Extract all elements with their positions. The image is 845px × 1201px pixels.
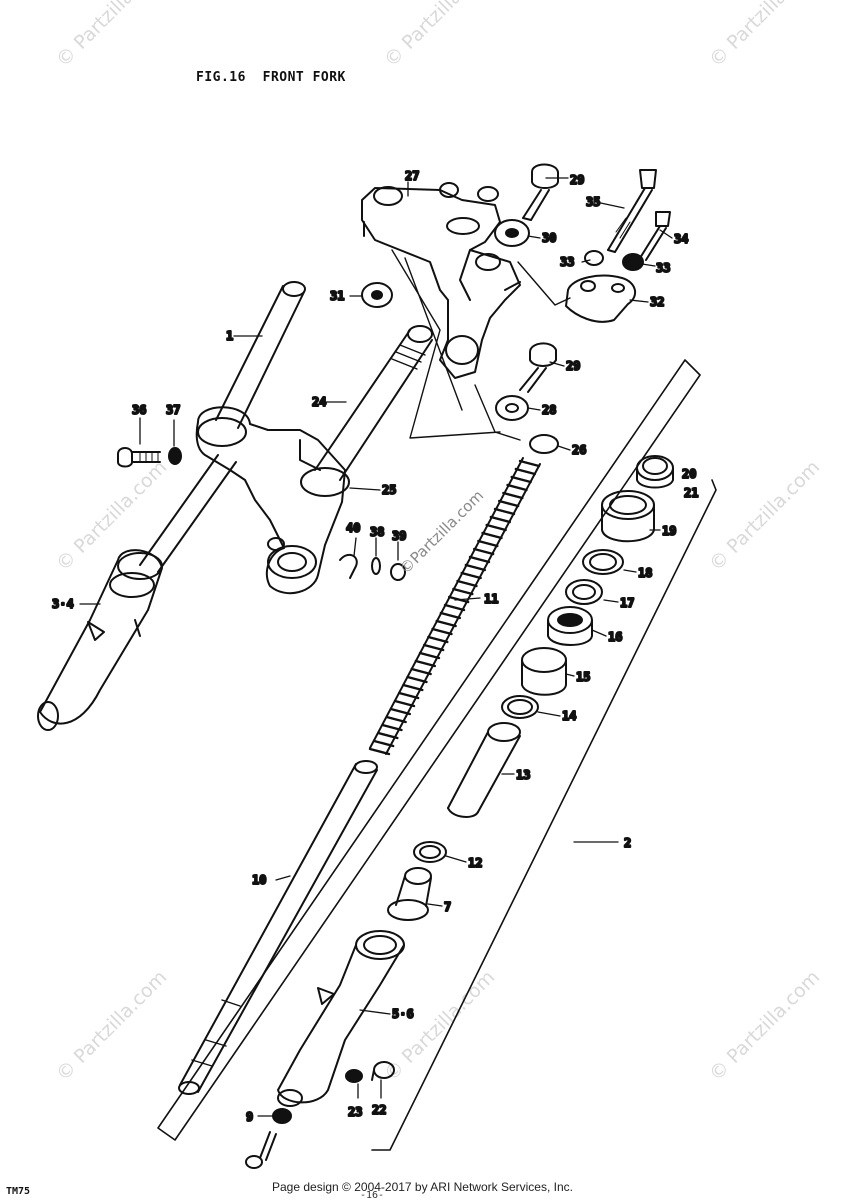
bolt-29-lower — [519, 342, 557, 393]
washer-37 — [168, 447, 182, 465]
ring-12 — [413, 841, 447, 863]
part-label-20: 20 — [682, 467, 696, 481]
oil-seal-20-21 — [636, 455, 674, 489]
ring-17 — [565, 579, 603, 605]
nut-33 — [584, 250, 644, 271]
leader-lines — [79, 177, 673, 1117]
part-label-18: 18 — [638, 566, 652, 580]
ring-27 — [529, 434, 559, 454]
part-label-39: 39 — [392, 529, 406, 543]
footer-copyright: Page design © 2004-2017 by ARI Network S… — [271, 1180, 573, 1194]
washer-30 — [494, 219, 530, 247]
lower-bracket-drawing — [195, 406, 350, 595]
ring-18 — [582, 549, 624, 575]
damper-pipe-10 — [178, 760, 378, 1095]
part-label-21: 21 — [684, 486, 698, 500]
part-label-17: 17 — [620, 596, 634, 610]
bolt-22 — [371, 1061, 395, 1081]
ring-14 — [501, 695, 539, 719]
washer-28 — [495, 395, 529, 421]
figure-title: FIG.16 FRONT FORK — [196, 70, 346, 85]
part-label-35: 35 — [586, 195, 600, 209]
part-label-12: 12 — [468, 856, 482, 870]
bolt-36 — [117, 447, 161, 468]
part-label-13: 13 — [516, 768, 530, 782]
part-label-27: 26 — [572, 443, 586, 457]
bolt-8 — [245, 1131, 277, 1169]
spring-11 — [368, 457, 541, 756]
connection-lines — [391, 249, 571, 441]
part-label-37: 37 — [166, 403, 180, 417]
part-label-31: 31 — [330, 289, 344, 303]
part-label-26: 27 — [405, 169, 419, 183]
part-label-40: 40 — [346, 521, 360, 535]
part-label-7: 7 — [444, 900, 451, 914]
part-label-1: 1 — [226, 329, 233, 343]
part-label-29: 29 — [570, 173, 584, 187]
seat-16 — [547, 606, 593, 646]
part-label-33: 33 — [656, 261, 670, 275]
bolt-35 — [607, 169, 657, 253]
part-label-11: 11 — [484, 592, 498, 606]
part-label-24: 24 — [312, 395, 326, 409]
damper-piece-7 — [387, 867, 432, 921]
part-label-10: 10 — [252, 873, 266, 887]
part-label-38: 38 — [370, 525, 384, 539]
part-label-2: 2 — [624, 836, 631, 850]
clip-40-38-39 — [339, 553, 406, 581]
washer-23 — [345, 1069, 363, 1083]
pipe-13 — [447, 722, 521, 818]
outer-tube-3-4 — [37, 549, 163, 731]
part-label-9: 9 — [246, 1110, 253, 1124]
part-label-23: 23 — [348, 1105, 362, 1119]
part-label-25: 25 — [382, 483, 396, 497]
part-label-32: 32 — [650, 295, 664, 309]
steering-stem-24 — [314, 325, 433, 481]
inner-tube-1 — [139, 281, 306, 573]
outer-tube-assembly-2 — [157, 359, 717, 1151]
bushing-19 — [601, 490, 655, 543]
model-code: TM75 — [6, 1186, 31, 1197]
part-label-28: 28 — [542, 403, 556, 417]
part-label-33: 33 — [560, 255, 574, 269]
outer-tube-5-6 — [277, 930, 405, 1107]
part-label-22: 22 — [372, 1103, 386, 1117]
washer-31 — [361, 282, 393, 308]
clamp-32 — [565, 274, 637, 323]
washer-9 — [272, 1108, 292, 1124]
bolt-29-top — [522, 163, 559, 221]
upper-bracket-drawing — [361, 182, 521, 379]
part-label-19: 19 — [662, 524, 676, 538]
part-label-3-4: 3·4 — [52, 597, 74, 611]
part-label-34: 34 — [674, 232, 688, 246]
part-label-36: 36 — [132, 403, 146, 417]
part-label-15: 15 — [576, 670, 590, 684]
part-label-30: 30 — [542, 231, 556, 245]
part-label-16: 16 — [608, 630, 622, 644]
part-label-14: 14 — [562, 709, 576, 723]
page-number: -16- — [360, 1190, 385, 1201]
part-label-29: 29 — [566, 359, 580, 373]
bolt-34 — [639, 211, 671, 261]
bushing-15 — [521, 647, 567, 696]
part-label-5-6: 5·6 — [392, 1007, 414, 1021]
